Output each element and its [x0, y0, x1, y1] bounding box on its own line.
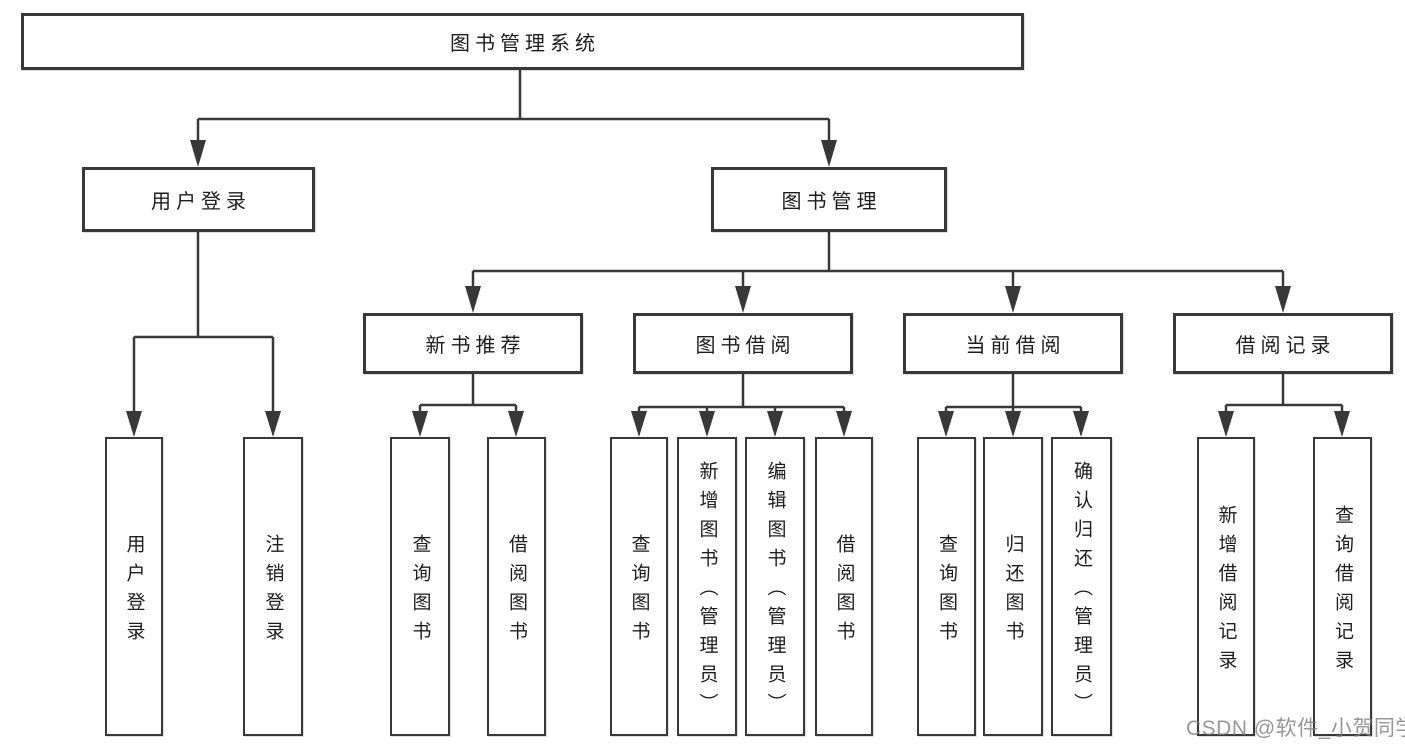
arrow-down	[1275, 286, 1291, 313]
node-label: 新书推荐	[425, 335, 526, 357]
node-library-system: 图书管理系统	[21, 13, 1024, 70]
branch-user-login	[126, 232, 281, 437]
node-label: 新增图书（管理员）	[696, 461, 718, 722]
connector-line	[637, 374, 846, 421]
branch-current-borrowing	[938, 374, 1089, 437]
node-label: 借阅图书	[833, 533, 855, 650]
node-user-login-item: 用户登录	[105, 437, 163, 736]
arrow-down	[1334, 411, 1350, 437]
node-logout-item: 注销登录	[243, 437, 303, 736]
node-query-books-recommend: 查询图书	[390, 437, 450, 736]
arrow-down	[508, 411, 524, 437]
node-add-borrow-record: 新增借阅记录	[1197, 437, 1255, 736]
branch-book-borrowing	[631, 374, 852, 437]
arrow-down	[1218, 411, 1234, 437]
arrow-down	[265, 411, 281, 437]
node-label: 查询图书	[936, 533, 957, 650]
node-query-books-current: 查询图书	[917, 437, 976, 736]
arrow-down	[735, 286, 751, 313]
arrow-down	[465, 286, 481, 313]
node-label: 归还图书	[1002, 533, 1024, 650]
watermark: CSDN @软件_小贺同学	[1186, 717, 1405, 740]
node-label: 图书借阅	[695, 335, 796, 357]
node-label: 图书管理系统	[450, 33, 600, 55]
node-label: 借阅图书	[506, 533, 527, 650]
arrow-down	[412, 411, 428, 437]
connector-line	[471, 232, 1285, 295]
node-label: 查询图书	[628, 533, 650, 650]
node-label: 编辑图书（管理员）	[764, 461, 786, 722]
connector-line	[1224, 374, 1344, 419]
arrow-down	[699, 411, 715, 437]
node-edit-books-admin: 编辑图书（管理员）	[745, 437, 805, 736]
node-return-books: 归还图书	[983, 437, 1043, 736]
branch-root-to-level1	[190, 70, 837, 167]
arrow-down	[821, 140, 837, 167]
arrow-down	[126, 411, 142, 437]
node-book-borrowing: 图书借阅	[633, 313, 853, 374]
connector-line	[132, 232, 275, 419]
node-borrowing-records: 借阅记录	[1173, 313, 1393, 374]
branch-borrowing-records	[1218, 374, 1350, 437]
connector-line	[418, 374, 518, 419]
node-query-books-borrowing: 查询图书	[610, 437, 668, 736]
node-label: 新增借阅记录	[1215, 504, 1237, 679]
node-label: 注销登录	[262, 533, 284, 650]
node-borrow-books-borrowing: 借阅图书	[815, 437, 873, 736]
node-new-book-recommend: 新书推荐	[363, 313, 583, 374]
node-query-borrow-record: 查询借阅记录	[1313, 437, 1372, 736]
node-label: 图书管理	[781, 191, 882, 213]
node-label: 当前借阅	[965, 335, 1066, 357]
node-current-borrowing: 当前借阅	[903, 313, 1123, 374]
arrow-down	[1073, 411, 1089, 437]
node-label: 用户登录	[123, 533, 145, 650]
arrow-down	[938, 411, 954, 437]
node-label: 查询图书	[409, 533, 431, 650]
node-label: 查询借阅记录	[1332, 504, 1353, 679]
node-add-books-admin: 新增图书（管理员）	[677, 437, 737, 736]
arrow-down	[767, 411, 783, 437]
arrow-down	[836, 411, 852, 437]
node-label: 借阅记录	[1235, 335, 1336, 357]
node-confirm-return-admin: 确认归还（管理员）	[1051, 437, 1112, 736]
node-label: 用户登录	[151, 191, 251, 213]
node-user-login: 用户登录	[82, 167, 315, 232]
node-book-management: 图书管理	[711, 167, 947, 232]
connector-line	[196, 70, 831, 149]
branch-book-management	[465, 232, 1291, 313]
arrow-down	[190, 140, 206, 167]
node-borrow-books-recommend: 借阅图书	[487, 437, 546, 736]
branch-new-book-recommend	[412, 374, 524, 437]
node-label: 确认归还（管理员）	[1071, 461, 1092, 722]
arrow-down	[1005, 411, 1021, 437]
arrow-down	[1005, 286, 1021, 313]
arrow-down	[631, 411, 647, 437]
